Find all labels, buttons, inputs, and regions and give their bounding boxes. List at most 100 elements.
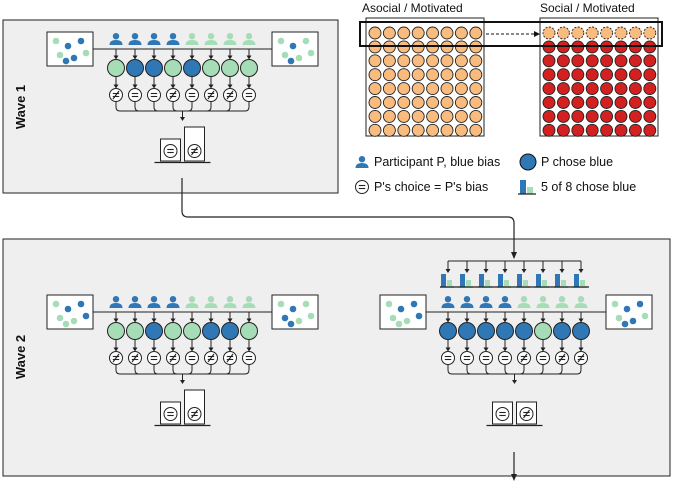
participant-body <box>242 303 256 308</box>
participant-body <box>498 303 512 308</box>
arrow-head <box>227 55 233 60</box>
mini-bar-chart-icon <box>459 274 473 288</box>
arrow-head <box>246 55 252 60</box>
social-participant-dot <box>556 68 570 82</box>
green-count-bar <box>561 280 566 287</box>
social-participant-dot <box>571 96 585 109</box>
green-ball <box>277 37 285 45</box>
legend-green-bar <box>527 187 533 194</box>
green-bias-participant-icon <box>555 296 569 308</box>
blue-bias-participant-icon <box>460 296 474 308</box>
green-bias-participant-icon <box>204 296 218 308</box>
green-ball <box>395 320 403 328</box>
green-ball <box>56 51 64 59</box>
participant-body <box>128 40 142 45</box>
blue-choice-circle <box>145 59 163 77</box>
equal-choice-icon <box>460 351 474 365</box>
blue-bias-participant-icon <box>109 296 123 308</box>
blue-ball <box>397 305 405 313</box>
not-equal-choice-icon <box>166 351 180 365</box>
participant-body <box>355 163 369 168</box>
asocial-participant-dot <box>368 123 382 137</box>
green-count-bar <box>485 280 490 287</box>
blue-choice-circle <box>496 322 514 340</box>
arrow-head <box>189 84 195 89</box>
blue-count-bar <box>574 274 579 287</box>
asocial-participant-dot <box>397 54 411 68</box>
arrow-head <box>170 318 176 323</box>
arrow-head <box>132 84 138 89</box>
social-participant-dot <box>614 54 628 68</box>
blue-ball <box>281 314 289 322</box>
arrow-head <box>246 318 252 323</box>
participant-head <box>150 33 158 40</box>
arrow-head <box>512 380 517 384</box>
arrow-head <box>180 380 185 384</box>
blue-count-bar <box>441 274 446 287</box>
participant-head <box>577 296 585 303</box>
blue-ball <box>287 57 295 65</box>
blue-bias-participant-icon <box>128 33 142 45</box>
participant-head <box>188 296 196 303</box>
social-participant-grid <box>539 17 659 137</box>
equal-choice-icon <box>355 180 369 194</box>
participant-body <box>147 40 161 45</box>
not-equal-choice-icon <box>187 407 202 421</box>
asocial-participant-dot <box>411 26 425 40</box>
social-participant-dot <box>600 54 614 68</box>
asocial-participant-dot <box>426 123 440 137</box>
social-placeholder-dot <box>600 26 614 40</box>
green-choice-circle <box>164 322 182 340</box>
arrow-head <box>170 55 176 60</box>
asocial-participant-dot <box>440 54 454 68</box>
asocial-participant-dot <box>469 109 483 123</box>
green-bias-participant-icon <box>185 33 199 45</box>
not-equal-choice-icon <box>204 88 218 102</box>
asocial-participant-dot <box>454 96 468 109</box>
arrow-head <box>132 318 138 323</box>
social-participant-dot <box>643 54 657 68</box>
arrow-head <box>132 55 138 60</box>
social-participant-dot <box>556 82 570 96</box>
mini-bar-chart-icon <box>573 274 587 288</box>
asocial-participant-dot <box>440 109 454 123</box>
not-slash <box>112 353 120 363</box>
participant-body <box>223 303 237 308</box>
social-participant-dot <box>614 68 628 82</box>
arrow-head <box>521 318 527 323</box>
participant-head <box>207 33 215 40</box>
social-participant-dot <box>643 96 657 109</box>
green-ball <box>62 320 70 328</box>
blue-bias-participant-icon <box>109 33 123 45</box>
arrow-head <box>246 347 252 352</box>
not-equal-choice-icon <box>166 88 180 102</box>
blue-bias-participant-icon <box>147 296 161 308</box>
arrow-head <box>578 269 584 273</box>
blue-choice-circle <box>553 322 571 340</box>
social-participant-dot <box>614 96 628 109</box>
right-urn <box>605 294 653 330</box>
blue-bias-participant-icon <box>441 296 455 308</box>
asocial-participant-dot <box>454 82 468 96</box>
equal-choice-icon <box>355 180 369 194</box>
choice-ring <box>185 88 199 102</box>
participant-head <box>463 296 471 303</box>
arrow-head <box>170 347 176 352</box>
participant-head <box>207 296 215 303</box>
asocial-participant-dot <box>469 123 483 137</box>
social-participant-dot <box>600 109 614 123</box>
not-slash <box>112 90 120 100</box>
participant-body <box>204 303 218 308</box>
green-choice-circle <box>126 322 144 340</box>
social-placeholder-dot <box>585 26 599 40</box>
green-choice-circle <box>240 322 258 340</box>
equal-choice-icon <box>185 88 199 102</box>
legend-participant-figure <box>355 156 369 168</box>
asocial-participant-dot <box>440 82 454 96</box>
participant-head <box>444 296 452 303</box>
arrow-head <box>227 347 233 352</box>
asocial-participant-dot <box>454 54 468 68</box>
bracket-line <box>115 101 121 112</box>
arrow-head <box>502 318 508 323</box>
blue-bias-participant-icon <box>166 33 180 45</box>
